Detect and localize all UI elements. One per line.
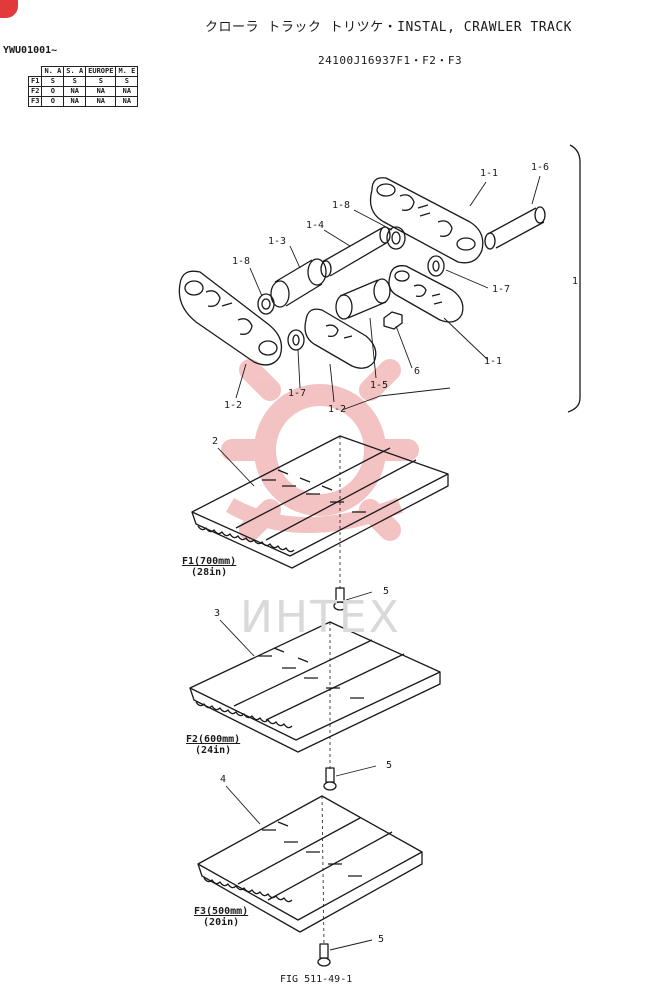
shoe-label-f2: F2(600mm) (24in) xyxy=(186,734,240,756)
callout-1-4: 1-4 xyxy=(306,220,325,231)
callout-3: 3 xyxy=(214,608,221,619)
corner-badge xyxy=(0,0,18,18)
track-shoe-f2 xyxy=(189,621,441,770)
bushing-right xyxy=(335,278,391,320)
callout-1-2-left: 1-2 xyxy=(224,400,243,411)
callout-4: 4 xyxy=(220,774,227,785)
shoe-label-inch: (20in) xyxy=(203,917,240,928)
track-shoe-f3 xyxy=(197,795,423,947)
assembly-bracket xyxy=(567,144,581,413)
serial-number: YWU01001~ xyxy=(3,45,58,56)
spacer-lower xyxy=(287,329,305,351)
track-shoe-f1 xyxy=(191,435,449,590)
spec-table-row: F3 O NA NA NA xyxy=(27,96,139,107)
callout-1-2-mid: 1-2 xyxy=(328,404,347,415)
spacer-right xyxy=(427,255,445,277)
callout-1-1-right: 1-1 xyxy=(484,356,503,367)
shoe-label-size: F3(500mm) xyxy=(194,906,249,917)
shoe-label-inch: (28in) xyxy=(191,567,228,578)
shoe-label-f3: F3(500mm) (20in) xyxy=(194,906,248,928)
shoe-label-size: F1(700mm) xyxy=(182,556,237,567)
page-title: クローラ トラック トリツケ・INSTAL, CRAWLER TRACK xyxy=(205,20,573,35)
spec-row-name: F3 xyxy=(27,96,43,107)
spec-table: N. A S. A EUROPE M. E F1 S S S S F2 O NA… xyxy=(27,66,139,107)
shoe-label-f1: F1(700mm) (28in) xyxy=(182,556,236,578)
watermark-text: ИНТЕХ xyxy=(240,592,401,643)
spec-cell: NA xyxy=(85,96,117,107)
bolt-f2 xyxy=(323,765,377,791)
callout-1-7-bottom: 1-7 xyxy=(288,388,307,399)
callout-1-7-right: 1-7 xyxy=(492,284,511,295)
spec-table-row: F1 S S S S xyxy=(27,76,139,87)
callout-1-6: 1-6 xyxy=(531,162,550,173)
master-pin xyxy=(320,226,391,278)
track-pin xyxy=(484,206,546,250)
watermark-gear-icon xyxy=(221,359,419,541)
callout-1-5: 1-5 xyxy=(370,380,389,391)
callout-1-8-left: 1-8 xyxy=(232,256,251,267)
track-link-right xyxy=(388,265,464,323)
callout-1-8-top: 1-8 xyxy=(332,200,351,211)
track-link-upper xyxy=(369,177,484,264)
shoe-label-inch: (24in) xyxy=(195,745,232,756)
callout-5-c: 5 xyxy=(378,934,385,945)
track-nut xyxy=(383,311,403,330)
spec-cell: NA xyxy=(115,96,139,107)
bushing-left xyxy=(270,258,327,308)
callout-1-1-top: 1-1 xyxy=(480,168,499,179)
callout-2: 2 xyxy=(212,436,219,447)
shoe-label-size: F2(600mm) xyxy=(186,734,241,745)
bolt-f1 xyxy=(333,587,373,611)
seal-upper xyxy=(386,226,406,250)
callout-5-a: 5 xyxy=(383,586,390,597)
callout-1-assembly: 1 xyxy=(572,276,579,287)
bolt-f3 xyxy=(317,939,373,967)
callout-6: 6 xyxy=(414,366,421,377)
seal-lower xyxy=(257,293,275,315)
leader-lines xyxy=(235,175,541,411)
track-link-left xyxy=(178,270,283,366)
callout-1-3: 1-3 xyxy=(268,236,287,247)
callout-5-b: 5 xyxy=(386,760,393,771)
figure-number: FIG 511-49-1 xyxy=(280,974,353,985)
part-number: 24100J16937F1・F2・F3 xyxy=(318,54,463,67)
